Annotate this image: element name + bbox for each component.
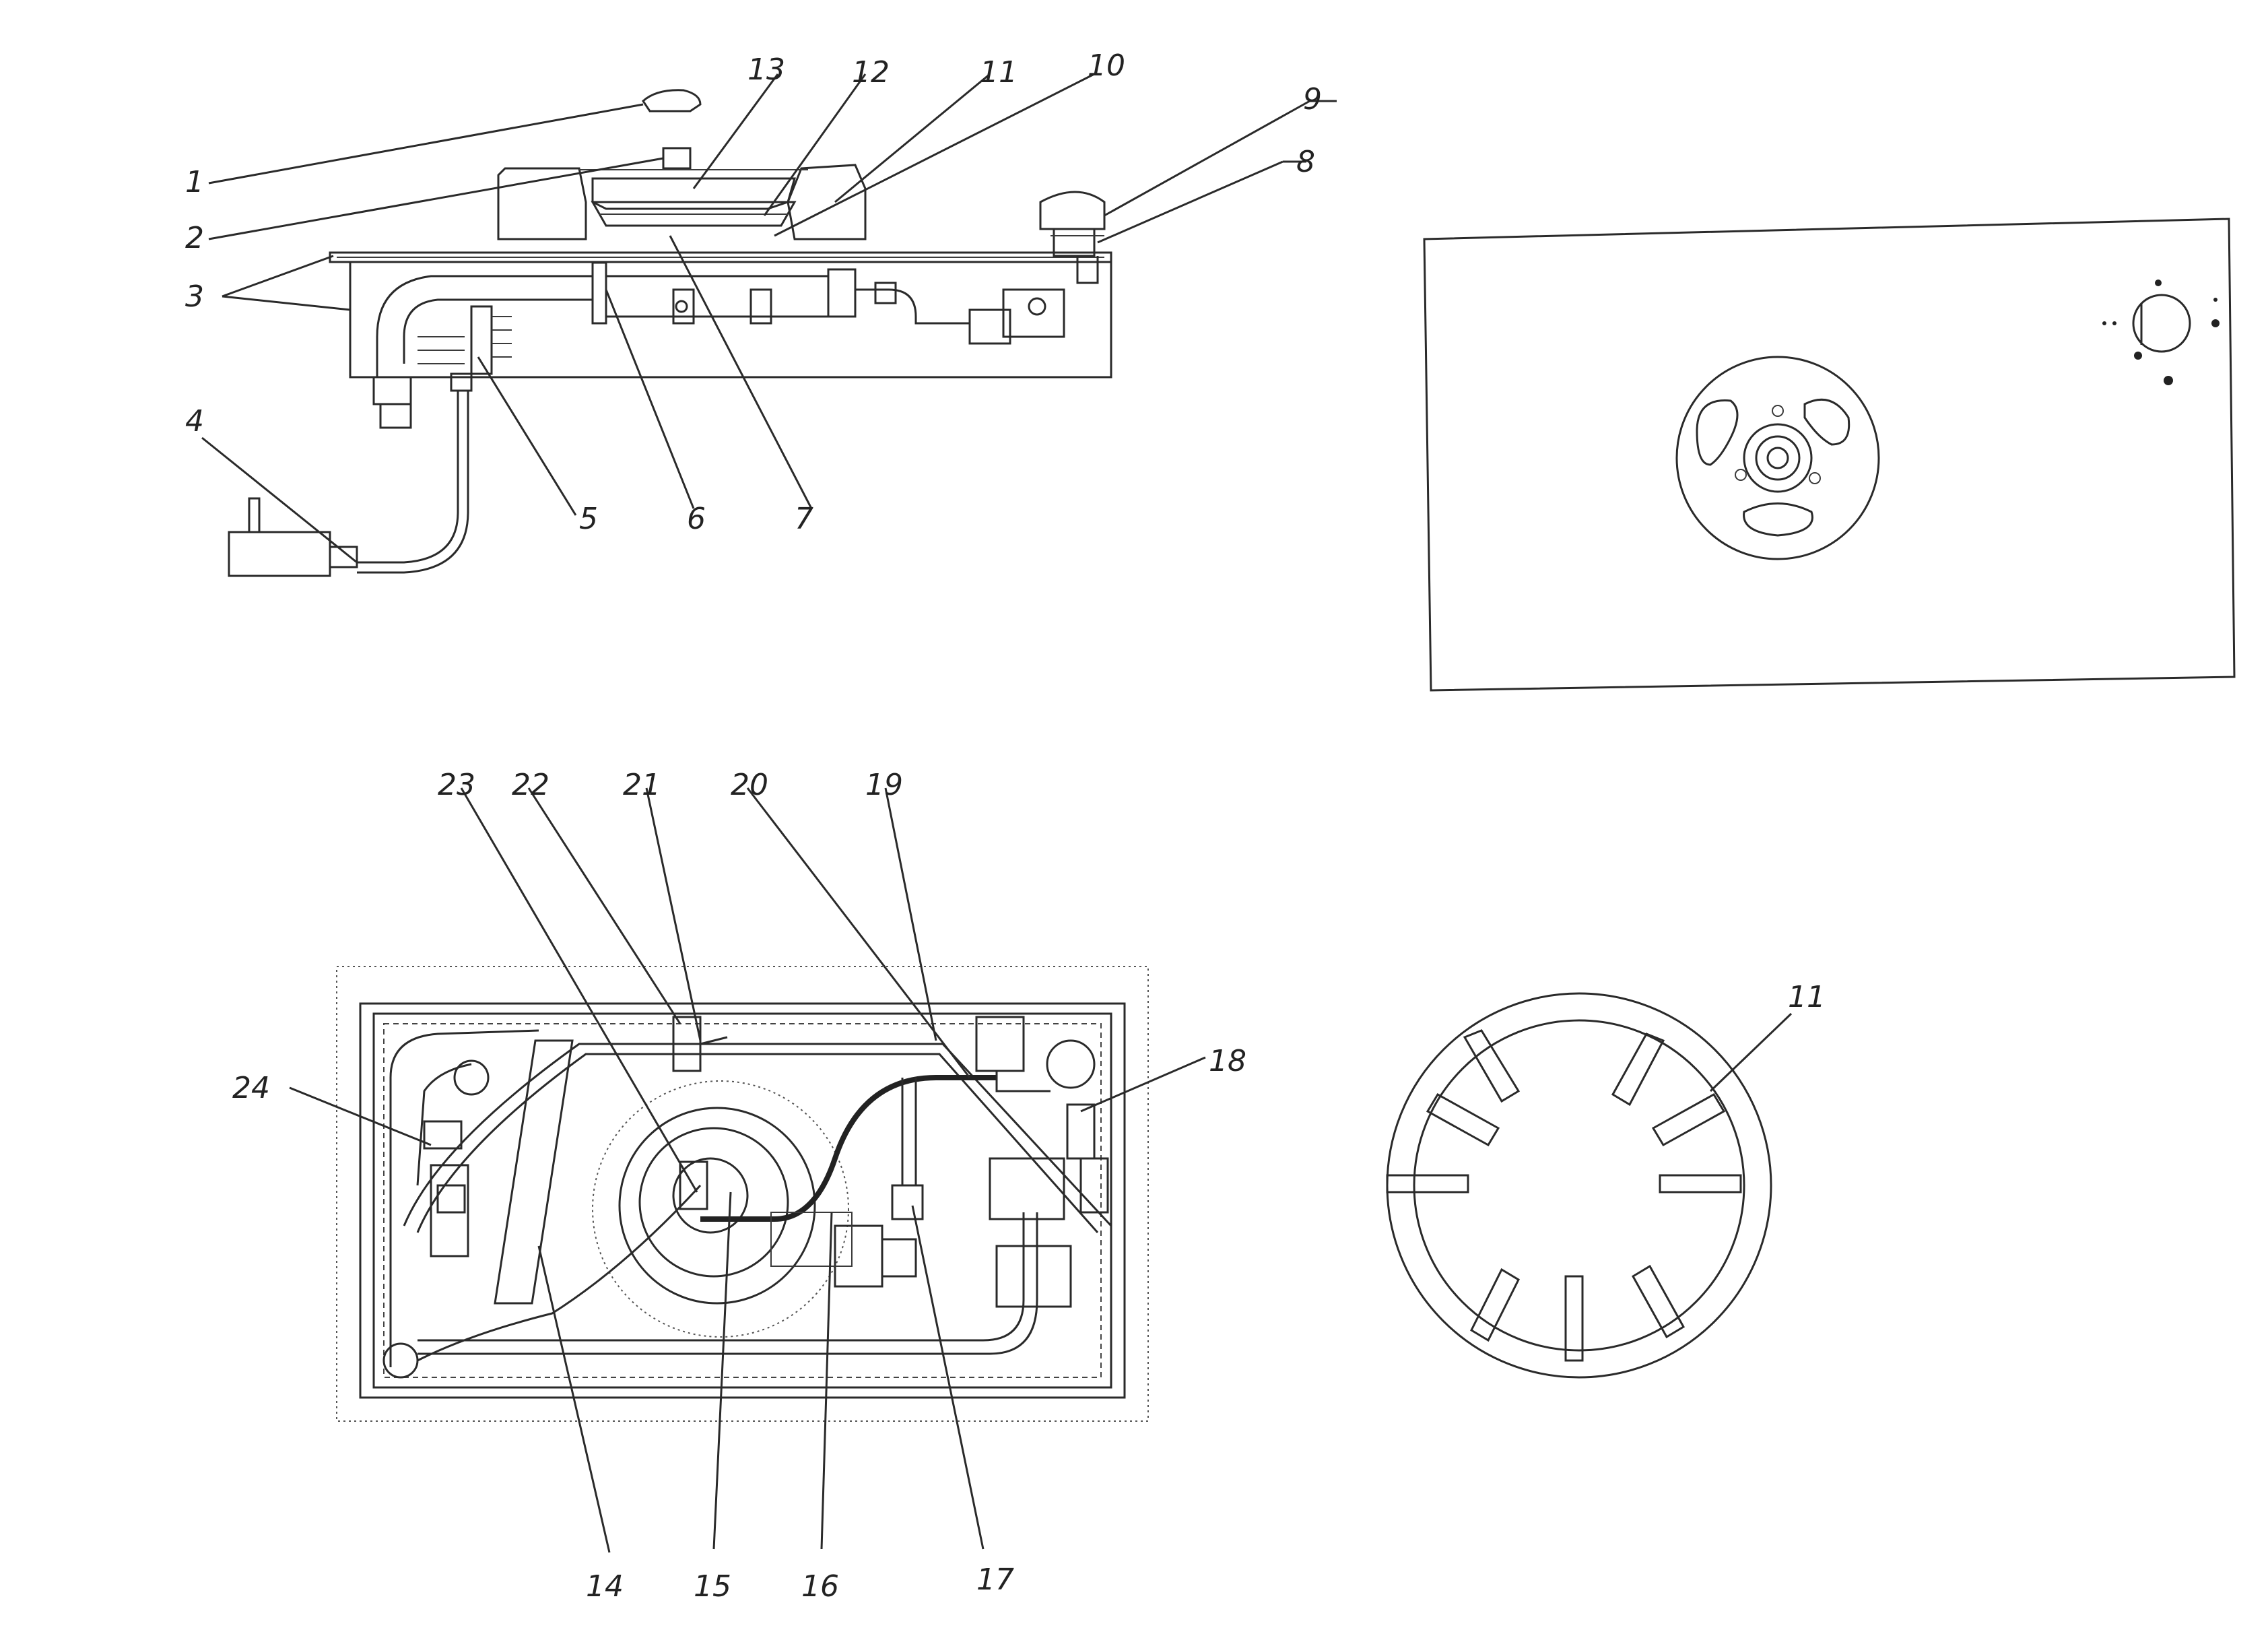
side-view-figure xyxy=(228,89,1112,577)
side-view-leaders xyxy=(201,73,1337,564)
callout-10: 10 xyxy=(1088,48,1125,83)
bottom-view-callouts: 14 15 16 17 18 19 20 21 22 23 24 xyxy=(232,768,1246,1604)
callout-22: 22 xyxy=(512,768,549,802)
callout-21: 21 xyxy=(623,768,661,802)
callout-7: 7 xyxy=(795,502,813,536)
callout-16: 16 xyxy=(801,1569,839,1604)
callout-13: 13 xyxy=(747,53,785,87)
callout-5: 5 xyxy=(579,502,598,536)
callout-23: 23 xyxy=(438,768,475,802)
side-view-callouts: 1 2 3 4 5 6 7 8 9 10 11 12 13 xyxy=(185,48,1322,536)
burner-outer-ring xyxy=(1675,356,1880,560)
callout-12: 12 xyxy=(852,55,890,90)
callout-3: 3 xyxy=(185,280,204,314)
callout-20: 20 xyxy=(731,768,768,802)
callout-4: 4 xyxy=(185,404,204,438)
pan-support-callouts: 11 xyxy=(1788,980,1826,1014)
bottom-view-figure xyxy=(336,966,1149,1422)
callout-15: 15 xyxy=(694,1569,731,1604)
callout-11: 11 xyxy=(980,55,1018,90)
callout-24: 24 xyxy=(232,1071,270,1105)
callout-11-pan-support: 11 xyxy=(1788,980,1826,1014)
callout-6: 6 xyxy=(687,502,706,536)
callout-17: 17 xyxy=(976,1563,1014,1597)
callout-14: 14 xyxy=(586,1569,624,1604)
control-knob xyxy=(2132,294,2191,353)
bottom-view-leaders xyxy=(289,787,1206,1553)
callout-9: 9 xyxy=(1303,82,1322,117)
callout-19: 19 xyxy=(865,768,903,802)
top-view-figure xyxy=(1423,218,2236,692)
callout-18: 18 xyxy=(1209,1044,1246,1078)
pan-support-figure xyxy=(1386,992,1793,1379)
callout-1: 1 xyxy=(185,165,204,199)
callout-2: 2 xyxy=(185,221,204,255)
callout-8: 8 xyxy=(1296,145,1315,179)
